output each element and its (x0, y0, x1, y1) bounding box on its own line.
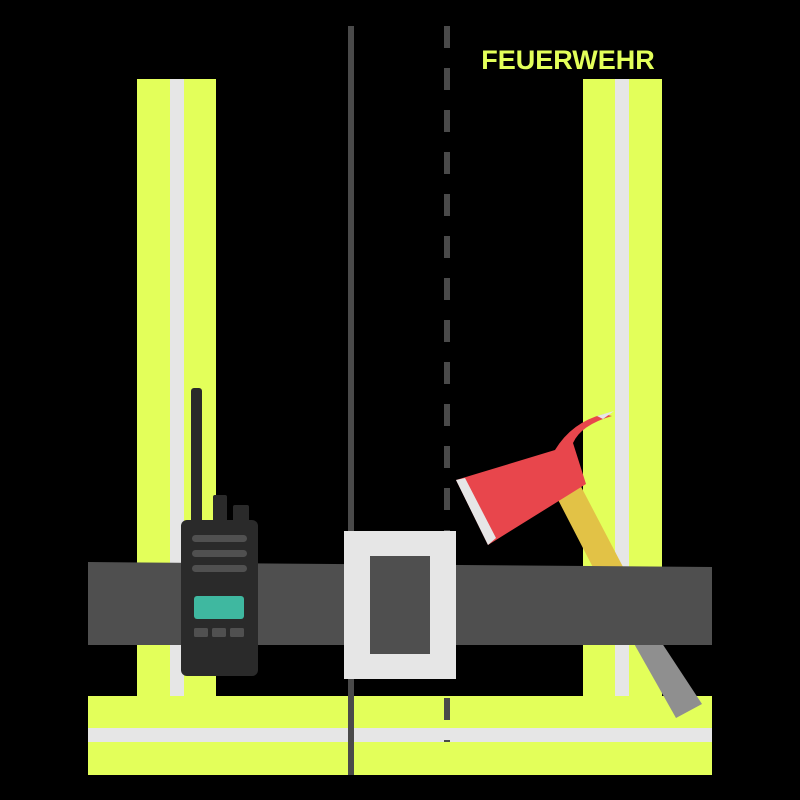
belt-buckle-icon (344, 531, 456, 679)
radio-antenna (191, 388, 202, 528)
feuerwehr-label: FEUERWEHR (481, 45, 655, 75)
axe-pommel (632, 628, 702, 718)
radio-button (194, 628, 208, 637)
bottom-reflective-band (88, 696, 712, 775)
axe-head (456, 414, 612, 545)
radio-screen (194, 596, 244, 619)
radio-speaker-slot (192, 535, 247, 542)
radio-speaker-slot (192, 565, 247, 572)
radio-button (230, 628, 244, 637)
radio-knob-left (213, 495, 227, 528)
radio-speaker-slot (192, 550, 247, 557)
two-way-radio-icon (181, 388, 258, 676)
radio-button (212, 628, 226, 637)
axe-pick-tip (597, 411, 614, 419)
axe-blade-edge (456, 478, 496, 545)
